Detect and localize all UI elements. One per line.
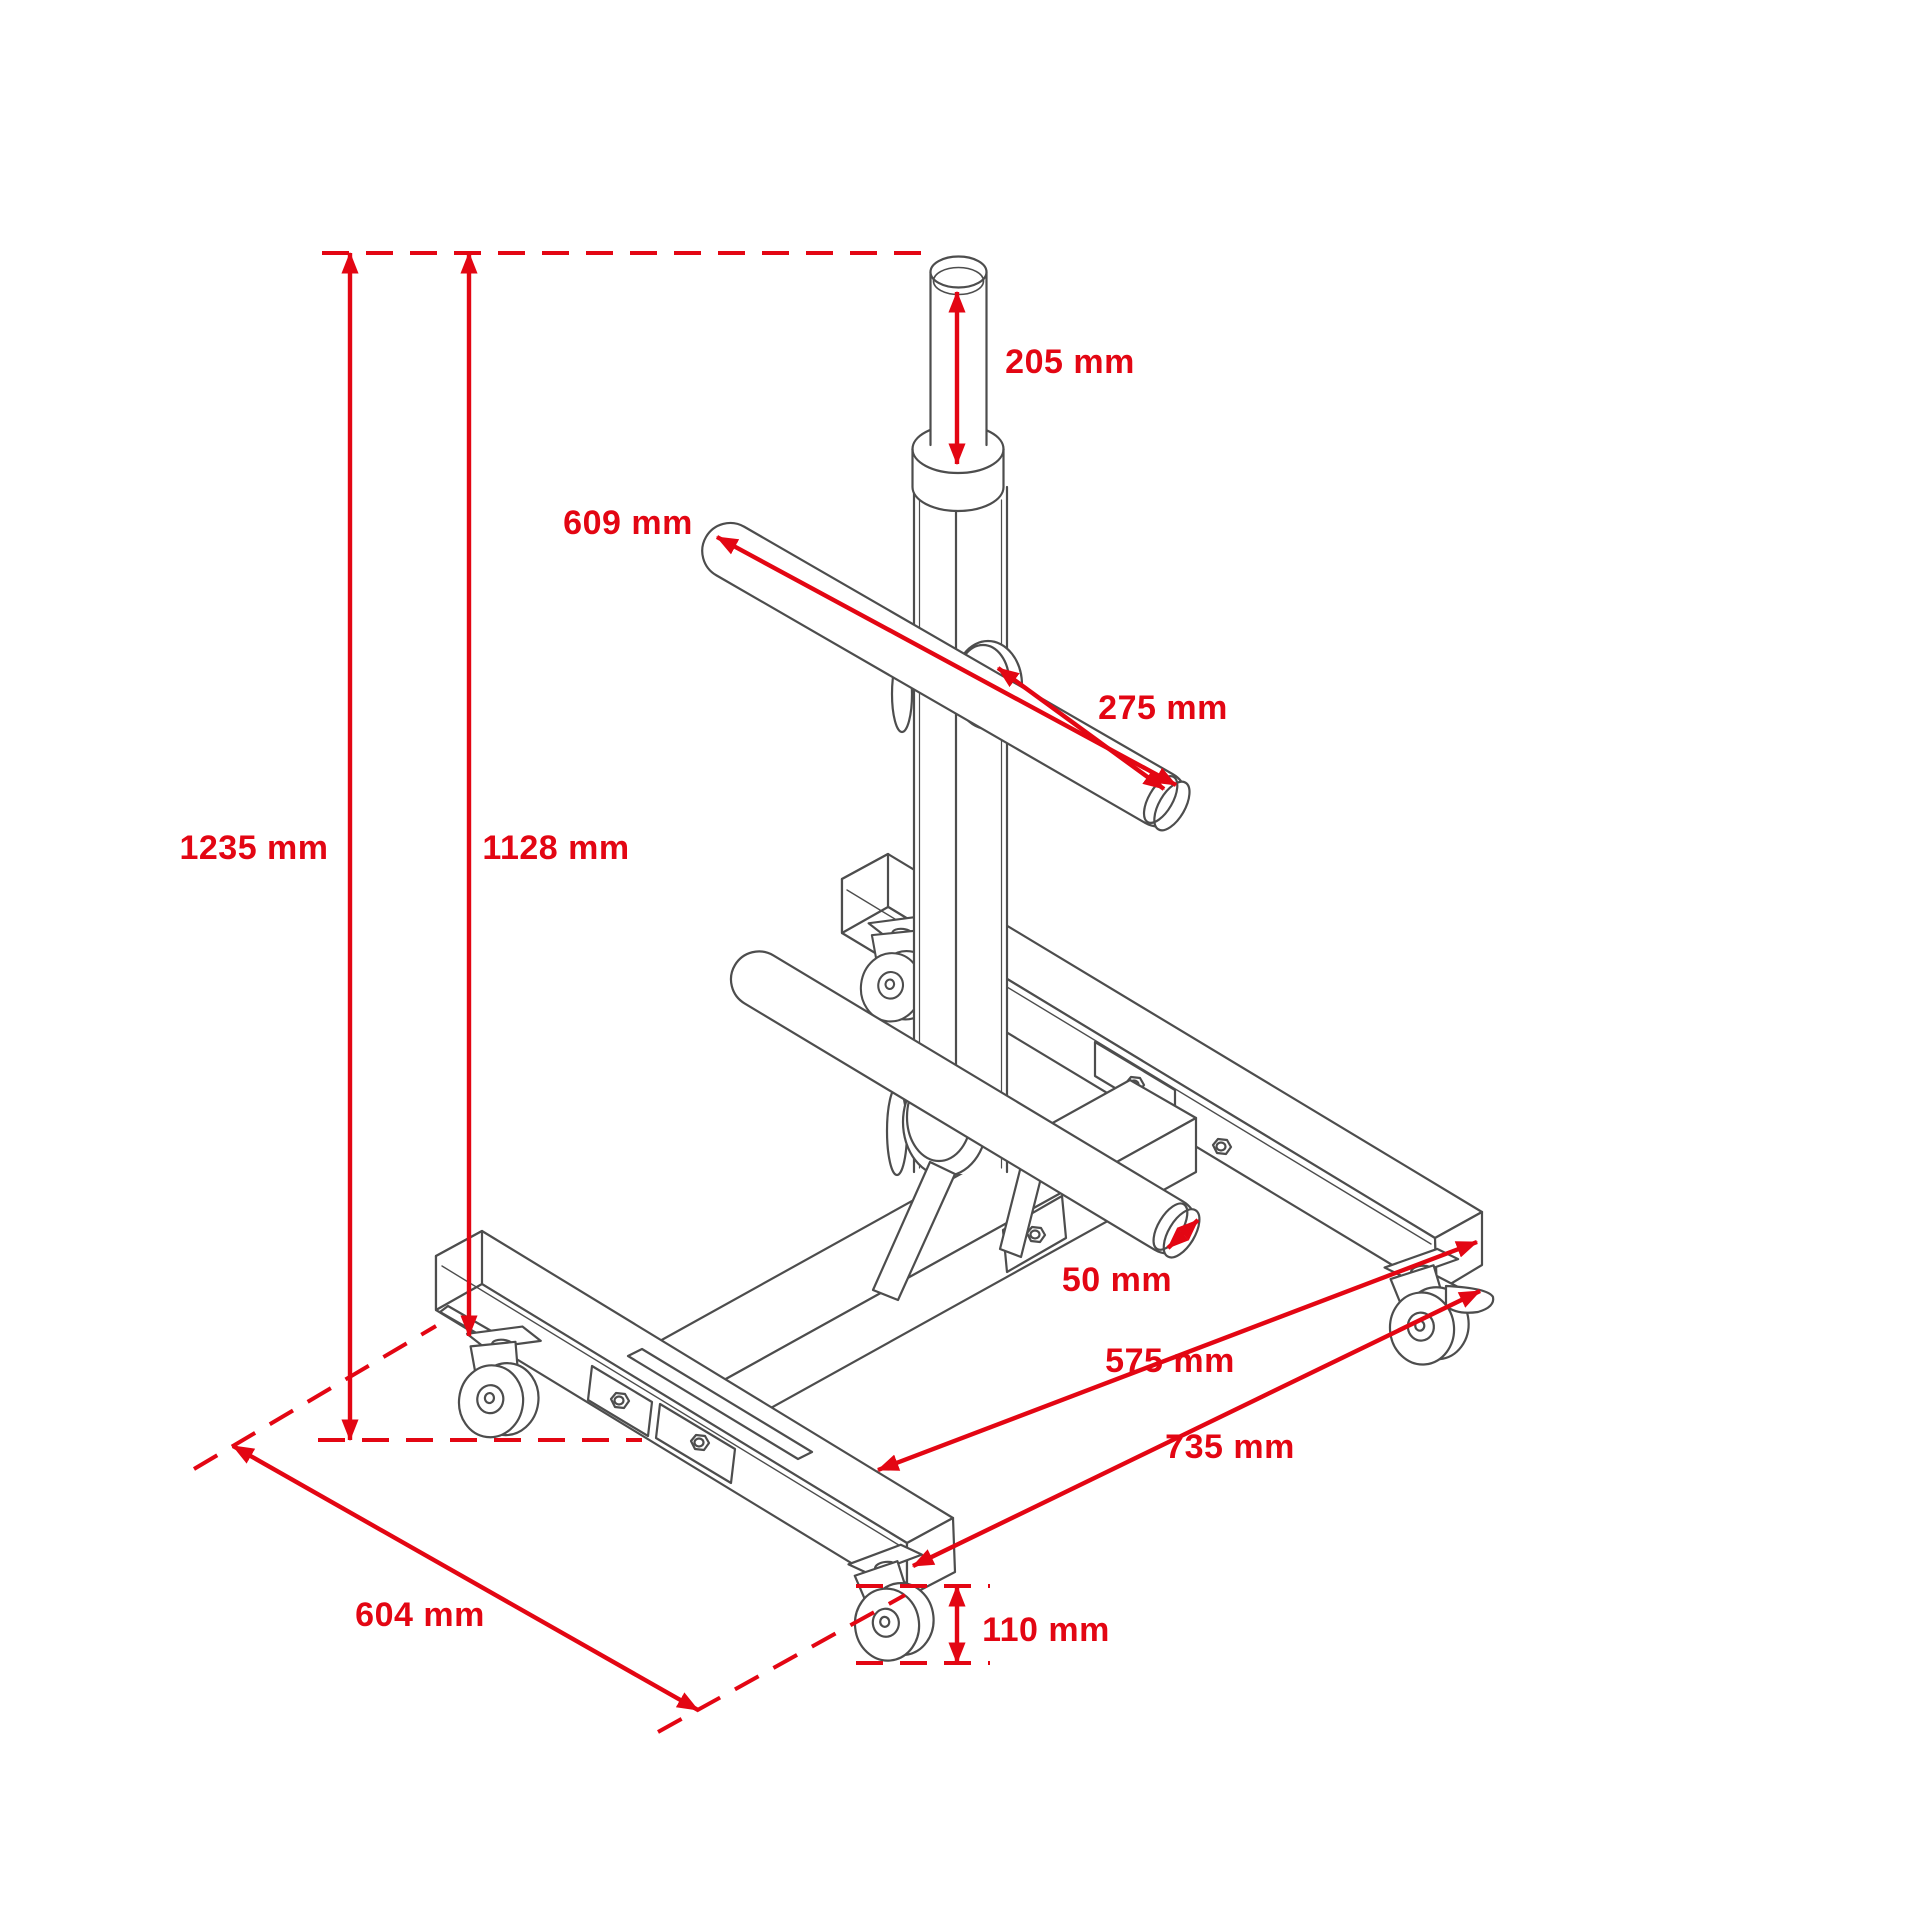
dim-inner-length-label: 575 mm [1105, 1342, 1235, 1380]
depth-front-dashed-line [657, 1593, 906, 1734]
dim-caster-height-label: 110 mm [982, 1611, 1110, 1649]
brake-lever [1444, 1284, 1495, 1314]
dim-base-depth-label: 604 mm [355, 1596, 485, 1634]
bolt-icon [689, 1433, 711, 1452]
dim-base-depth-line [231, 1444, 700, 1712]
grip-strip [626, 1347, 814, 1461]
dim-peg-usable-label: 275 mm [1098, 689, 1228, 727]
dim-spigot-height-label: 205 mm [1005, 343, 1135, 381]
bolt-icon [1211, 1137, 1233, 1156]
dim-overall-length-line [911, 1289, 1482, 1568]
dimension-annotations: 205 mm 609 mm 275 mm 1235 mm 1128 mm 50 … [179, 251, 1482, 1734]
depth-rear-dashed-line [192, 1324, 438, 1471]
top-spigot [911, 255, 1005, 513]
dim-peg-usable-line [996, 666, 1166, 791]
plate-tree-illustration [434, 255, 1495, 1665]
dim-frame-height-label: 1128 mm [482, 829, 629, 867]
bolt-icon [1025, 1225, 1047, 1244]
dim-overall-length-label: 735 mm [1165, 1428, 1295, 1466]
dim-peg-length-label: 609 mm [563, 504, 693, 542]
dim-total-height-label: 1235 mm [179, 829, 328, 867]
bolt-icon [609, 1391, 631, 1410]
caster-front-left [453, 1318, 549, 1444]
dim-peg-diameter-label: 50 mm [1062, 1261, 1172, 1299]
